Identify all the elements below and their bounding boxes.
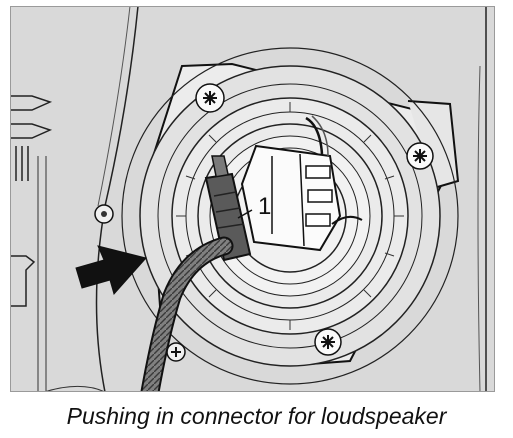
door-panel-contour [42, 385, 106, 392]
push-direction-arrow [75, 245, 147, 296]
bracket-screw [406, 142, 434, 170]
callout-leader-line [237, 209, 253, 219]
callout-number: 1 [258, 193, 271, 220]
door-panel-contour [97, 6, 131, 207]
speaker-terminal [240, 144, 342, 252]
illustration-frame: 1 [10, 6, 495, 392]
figure-caption: Pushing in connector for loudspeaker [66, 403, 447, 429]
speaker-lead-wire [331, 215, 363, 225]
speaker-lead-wire [311, 115, 329, 157]
speaker-ring-ticks [176, 102, 404, 330]
panel-screw [166, 342, 186, 362]
bracket-ear [407, 100, 460, 189]
door-panel-contour [477, 65, 481, 392]
technical-illustration: 1 [10, 6, 495, 392]
panel-ridges [37, 156, 47, 392]
panel-clips [10, 95, 53, 307]
panel-screw [94, 204, 114, 224]
connector-latch [211, 155, 229, 177]
wiring-harness-wrap [142, 238, 232, 392]
bracket-screw [195, 83, 225, 113]
door-panel-contour [95, 6, 139, 392]
bracket-screw [314, 328, 342, 356]
speaker-lead-wire [305, 116, 324, 155]
connector-ridges [213, 191, 245, 229]
